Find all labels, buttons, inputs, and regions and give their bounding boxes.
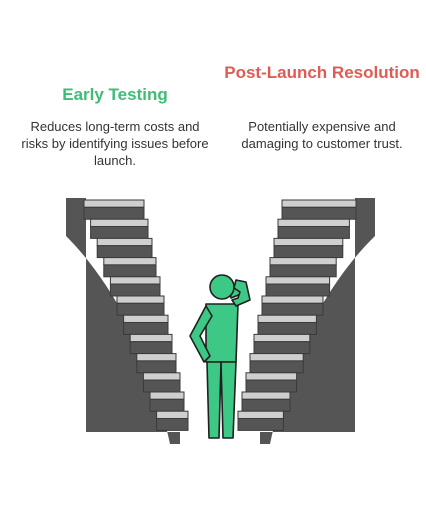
left-step-tread [136,353,177,362]
right-step-tread [241,391,291,400]
staircase-icon [66,198,375,444]
left-step-riser [90,225,149,239]
left-step-tread [103,257,157,266]
left-step-tread [123,314,169,323]
right-step-tread [237,410,284,419]
right-steps [237,199,357,431]
right-step-riser [257,321,317,335]
right-step-tread [273,237,344,247]
post-launch-resolution-description: Potentially expensive and damaging to cu… [241,119,403,151]
right-step-riser [269,264,337,278]
right-step-riser [281,206,357,220]
right-step-riser [265,283,331,297]
left-step-tread [83,199,145,208]
early-testing-description: Reduces long-term costs and risks by ide… [21,119,209,168]
left-step-riser [123,321,169,335]
left-step-riser [116,302,165,316]
right-step-riser [253,341,311,355]
right-step-riser [273,245,344,259]
right-step-tread [257,314,317,323]
left-step-tread [116,295,165,304]
left-step-riser [83,206,145,220]
person-left-arm [189,305,213,363]
right-step-riser [261,302,324,316]
person-left-leg [206,361,222,439]
right-step-tread [281,199,357,208]
left-step-riser [109,283,161,297]
right-step-tread [265,276,331,285]
left-step-tread [156,410,189,419]
person-right-leg [220,361,237,439]
left-step-riser [129,341,173,355]
left-step-riser [136,360,177,374]
post-launch-resolution-title: Post-Launch Resolution [224,63,420,82]
left-step-riser [156,417,189,431]
right-step-tread [249,353,304,362]
person-head [209,274,235,300]
right-step-tread [261,295,324,304]
left-step-tread [90,218,149,227]
right-step-riser [237,417,284,431]
left-step-tread [142,372,181,381]
right-step-riser [277,225,350,239]
early-testing-title: Early Testing [62,85,168,104]
left-step-riser [142,379,181,393]
left-step-riser [96,245,153,259]
right-step-tread [245,372,298,381]
right-step-tread [277,218,350,227]
right-step-riser [241,398,291,412]
left-steps [83,199,189,431]
left-step-riser [103,264,157,278]
left-step-tread [109,276,161,285]
left-step-tread [96,237,153,247]
right-step-riser [249,360,304,374]
person-raised-arm [231,279,251,307]
right-step-riser [245,379,298,393]
left-step-tread [129,333,173,343]
person-scratching-head-icon [189,274,251,439]
left-step-riser [149,398,185,412]
left-step-tread [149,391,185,400]
right-step-tread [253,333,311,343]
right-step-tread [269,257,337,266]
